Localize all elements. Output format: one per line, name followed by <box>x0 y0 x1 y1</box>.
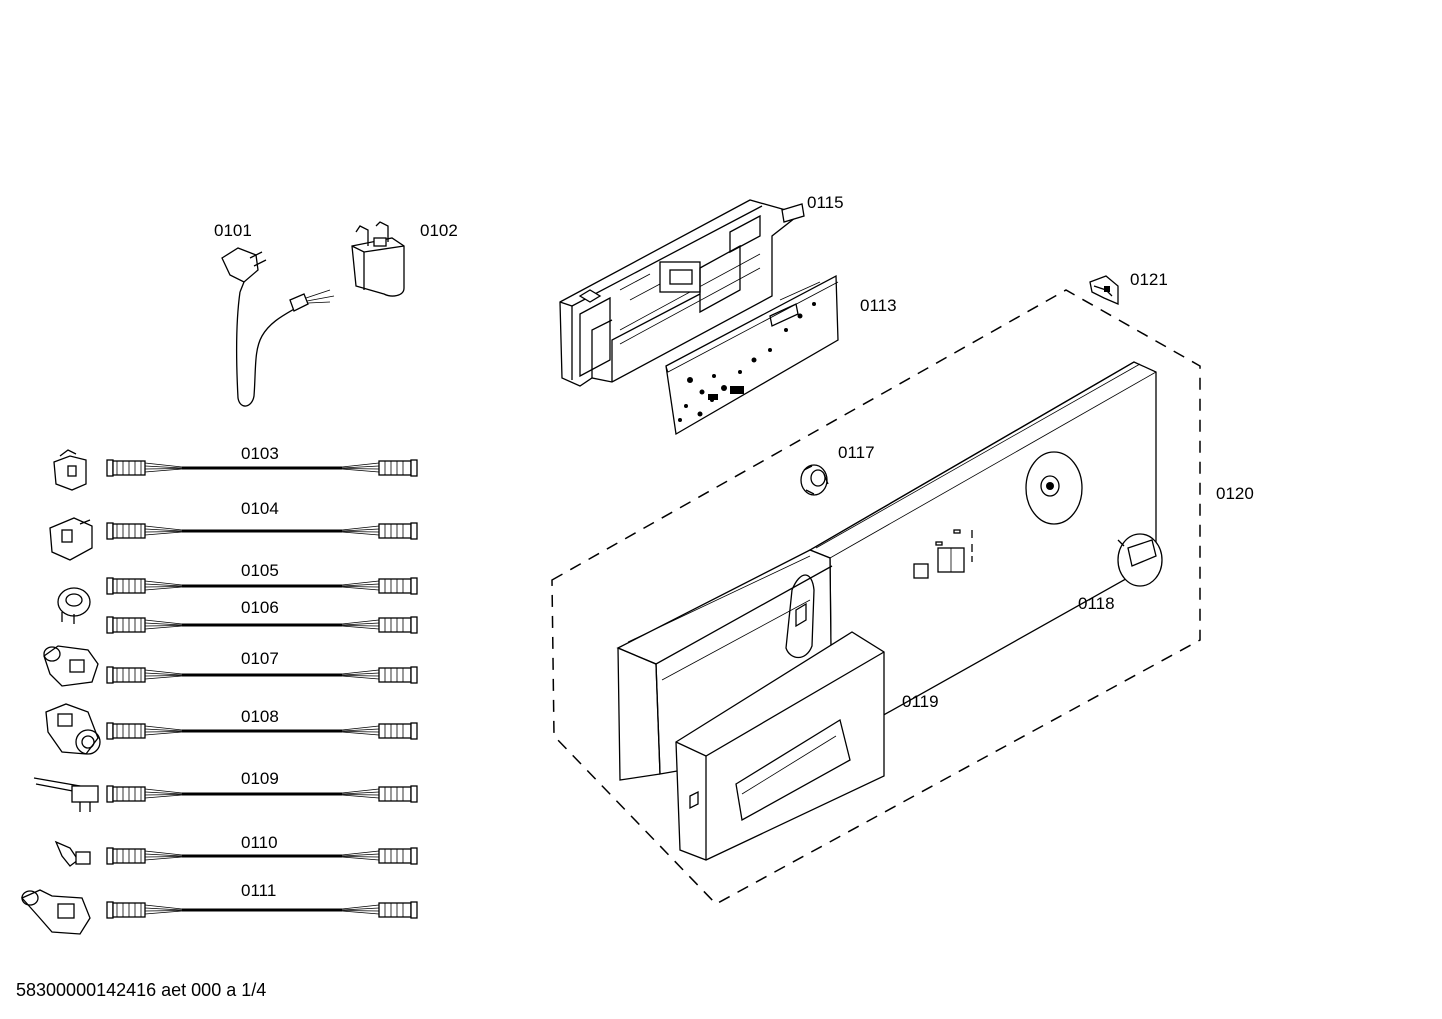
harness-0109 <box>105 784 419 804</box>
label-0110: 0110 <box>241 833 278 852</box>
label-0117: 0117 <box>838 443 875 462</box>
pcb-board-icon <box>665 274 839 436</box>
label-0109: 0109 <box>241 769 279 788</box>
drawer-front-icon <box>675 631 885 861</box>
component-0108-icon <box>45 703 101 755</box>
harness-0105 <box>105 576 419 596</box>
component-0105-icon <box>57 587 91 624</box>
sensor-icon <box>54 840 91 867</box>
component-0103-icon <box>53 449 87 491</box>
label-0120: 0120 <box>1216 484 1254 503</box>
document-id: 58300000142416 aet 000 a 1/4 <box>16 980 267 1000</box>
label-0119: 0119 <box>902 692 939 711</box>
label-0108: 0108 <box>241 707 279 726</box>
valve-icon <box>20 889 91 935</box>
label-0118: 0118 <box>1078 594 1115 613</box>
label-0104: 0104 <box>241 499 279 518</box>
heating-element-icon <box>33 777 99 812</box>
suppressor-icon <box>351 221 405 297</box>
clip-icon <box>1089 275 1119 305</box>
control-module-frame-icon <box>559 199 805 387</box>
label-0102: 0102 <box>420 221 458 240</box>
label-0121: 0121 <box>1130 270 1168 289</box>
component-0107-icon <box>43 645 99 687</box>
harness-0104 <box>105 521 419 541</box>
label-0107: 0107 <box>241 649 279 668</box>
label-0111: 0111 <box>241 881 276 900</box>
harness-0106 <box>105 615 419 635</box>
label-0115: 0115 <box>807 193 844 212</box>
knob-small-icon <box>800 464 829 496</box>
power-cord-icon <box>221 247 335 407</box>
label-0113: 0113 <box>860 296 897 315</box>
component-0104-icon <box>49 517 93 561</box>
label-0106: 0106 <box>241 598 279 617</box>
rotary-knob-icon <box>1117 533 1163 587</box>
label-0101: 0101 <box>214 221 252 240</box>
label-0105: 0105 <box>241 561 279 580</box>
harness-0107 <box>105 665 419 685</box>
harness-0111 <box>105 900 419 920</box>
panel-assembly-outline <box>551 289 1201 905</box>
label-0103: 0103 <box>241 444 279 463</box>
